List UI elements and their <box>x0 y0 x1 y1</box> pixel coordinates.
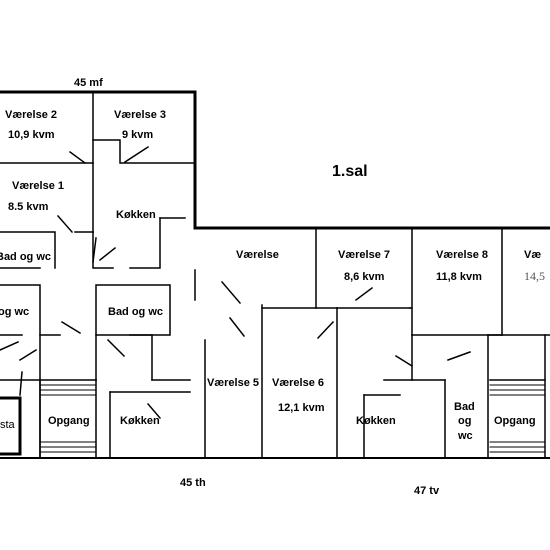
outer-walls <box>0 90 550 459</box>
room-vaerelse7-name: Værelse 7 <box>338 249 390 261</box>
interior-walls <box>0 91 550 459</box>
room-kokken-left: Køkken <box>120 415 160 427</box>
room-opgang-right: Opgang <box>494 415 536 427</box>
room-vaerelse5: Værelse 5 <box>207 377 259 389</box>
stairs-left <box>39 384 97 453</box>
room-bad-wc-2: og wc <box>0 306 29 318</box>
floor-label: 1.sal <box>332 163 368 180</box>
room-vaerelse-mid: Værelse <box>236 249 279 261</box>
room-opgang-left: Opgang <box>48 415 90 427</box>
room-vaerelse1-area: 8.5 kvm <box>8 201 49 213</box>
address-top: 45 mf <box>74 77 103 89</box>
room-vaerelse8-name: Værelse 8 <box>436 249 488 261</box>
room-vaerelse1-name: Værelse 1 <box>12 180 64 192</box>
address-bottom-left: 45 th <box>180 477 206 489</box>
room-bad-og-wc-line3: wc <box>457 430 473 442</box>
room-kokken-bottom: Køkken <box>356 415 396 427</box>
room-vaerelse7-area: 8,6 kvm <box>344 271 385 283</box>
room-vaerelse6-name: Værelse 6 <box>272 377 324 389</box>
room-vaerelse3-area: 9 kvm <box>122 129 153 141</box>
room-bad-og-wc-line1: Bad <box>454 401 475 413</box>
room-sta: sta <box>0 419 16 431</box>
sta-box <box>0 396 22 456</box>
room-bad-wc-1: Bad og wc <box>0 251 51 263</box>
address-bottom-right: 47 tv <box>414 485 440 497</box>
door-swings <box>0 145 471 420</box>
room-kokken-top: Køkken <box>116 209 156 221</box>
room-vaerelse-right-area: 14,5 <box>524 269 545 283</box>
room-vaerelse8-area: 11,8 kvm <box>436 271 482 283</box>
stairs-right <box>489 384 546 453</box>
room-vaerelse-right-name: Væ <box>524 249 541 261</box>
room-vaerelse3-name: Værelse 3 <box>114 109 166 121</box>
room-bad-wc-3: Bad og wc <box>108 306 163 318</box>
room-bad-og-wc-line2: og <box>458 415 471 427</box>
room-vaerelse2-area: 10,9 kvm <box>8 129 55 141</box>
room-vaerelse6-area: 12,1 kvm <box>278 402 325 414</box>
room-vaerelse2-name: Værelse 2 <box>5 109 57 121</box>
